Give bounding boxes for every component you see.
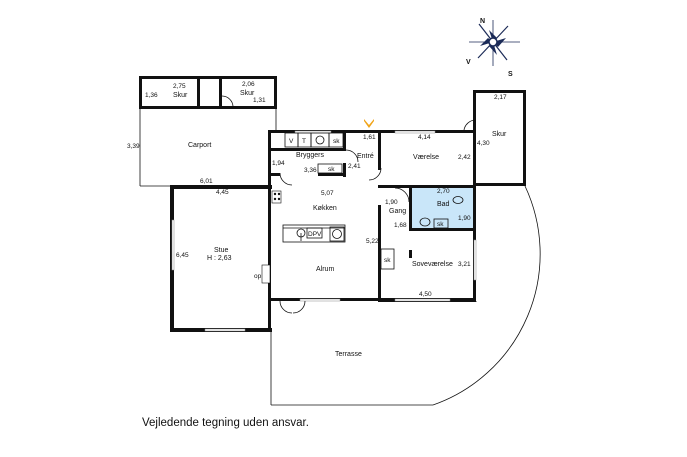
stue-walls xyxy=(170,185,272,332)
koekken-label: Køkken xyxy=(313,205,337,212)
carport-label: Carport xyxy=(188,142,211,149)
fixture-sk3: sk xyxy=(384,257,391,264)
fixture-t: T xyxy=(302,138,306,145)
skur-left-label: Skur xyxy=(173,92,188,99)
dim-168: 1,68 xyxy=(394,222,407,229)
stue-height-label: H : 2,63 xyxy=(207,255,232,262)
fixture-sk1: sk xyxy=(333,138,340,145)
dim-430: 4,30 xyxy=(477,140,490,147)
dim-522: 5,22 xyxy=(366,238,379,245)
skur-small-label: Skur xyxy=(240,90,255,97)
stue-label: Stue xyxy=(214,247,229,254)
dim-414: 4,14 xyxy=(418,134,431,141)
bryggers-fixtures xyxy=(284,132,344,174)
interior-walls xyxy=(268,130,476,301)
dim-194: 1,94 xyxy=(272,160,285,167)
dim-270: 2,70 xyxy=(437,188,450,195)
bath-floor xyxy=(412,188,473,228)
entrance-marker-icon xyxy=(364,119,374,128)
compass-s-label: S xyxy=(508,71,513,78)
compass-icon xyxy=(469,20,520,66)
op-stairs-icon xyxy=(261,264,271,284)
sk-bad-label: sk xyxy=(437,221,444,228)
compass-v-label: V xyxy=(466,59,471,66)
vaerelse-label: Værelse xyxy=(413,154,439,161)
shed-walls xyxy=(139,76,277,109)
dim-190a: 1,90 xyxy=(385,199,398,206)
fixture-op: op xyxy=(254,273,262,280)
bad-label: Bad xyxy=(437,201,450,208)
carport-outline xyxy=(139,109,277,187)
dim-645: 6,45 xyxy=(176,252,189,259)
fixture-dpv: DPV xyxy=(308,231,322,238)
terrasse-label: Terrasse xyxy=(335,351,362,358)
fixture-v: V xyxy=(289,138,294,145)
entre-label: Entré xyxy=(357,153,374,160)
dim-131: 1,31 xyxy=(253,97,266,104)
dim-161: 1,61 xyxy=(363,134,376,141)
dim-217: 2,17 xyxy=(494,94,507,101)
dim-241: 2,41 xyxy=(348,163,361,170)
sovevaerelse-label: Soveværelse xyxy=(412,261,453,268)
dim-206: 2,06 xyxy=(242,81,255,88)
dim-450: 4,50 xyxy=(419,291,432,298)
stove-icon xyxy=(271,190,282,204)
dim-339: 3,39 xyxy=(127,143,140,150)
kitchen-counter xyxy=(282,224,346,243)
dim-601: 6,01 xyxy=(200,178,213,185)
sk-gang-box xyxy=(380,248,395,270)
alrum-label: Alrum xyxy=(316,266,334,273)
gang-label: Gang xyxy=(389,208,406,215)
dim-336: 3,36 xyxy=(304,167,317,174)
fixture-sk2: sk xyxy=(328,166,335,173)
disclaimer-text: Vejledende tegning uden ansvar. xyxy=(142,417,309,429)
terrace-outline xyxy=(270,185,541,406)
dim-190b: 1,90 xyxy=(458,215,471,222)
bryggers-label: Bryggers xyxy=(296,152,325,159)
dim-507: 5,07 xyxy=(321,190,334,197)
dim-136: 1,36 xyxy=(145,92,158,99)
compass-n-label: N xyxy=(480,18,485,25)
house-walls xyxy=(268,130,477,330)
skur-right-walls xyxy=(463,90,526,186)
dim-242: 2,42 xyxy=(458,154,471,161)
sink-icon xyxy=(419,217,431,227)
dim-321: 3,21 xyxy=(458,261,471,268)
sk-bad-box xyxy=(433,218,449,229)
dim-445: 4,45 xyxy=(216,189,229,196)
toilet-icon xyxy=(452,196,464,204)
skur-right-label: Skur xyxy=(492,131,507,138)
dim-275: 2,75 xyxy=(173,83,186,90)
